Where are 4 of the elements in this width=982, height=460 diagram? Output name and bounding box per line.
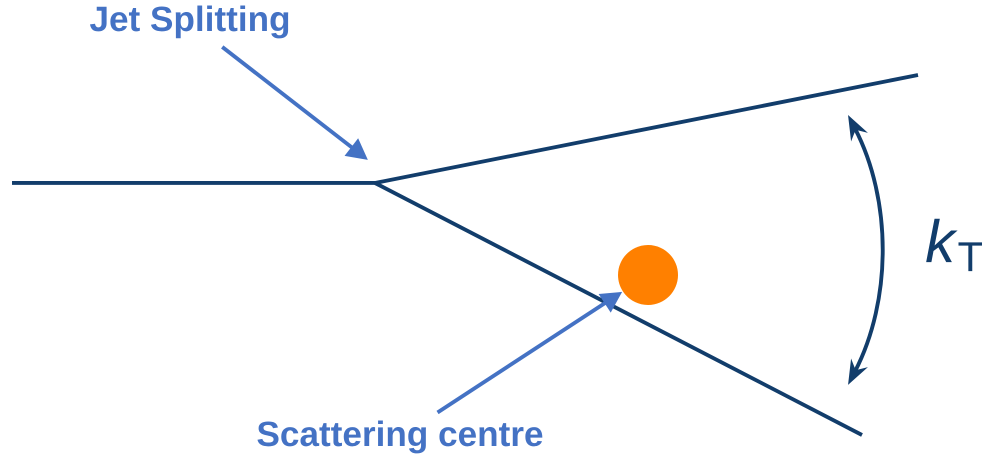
scattering-dot: [618, 244, 678, 305]
label-text: Jet Splitting: [90, 6, 288, 38]
angle-label: k$_{T}$: [926, 218, 982, 272]
label-text: Scattering centre: [257, 420, 542, 454]
